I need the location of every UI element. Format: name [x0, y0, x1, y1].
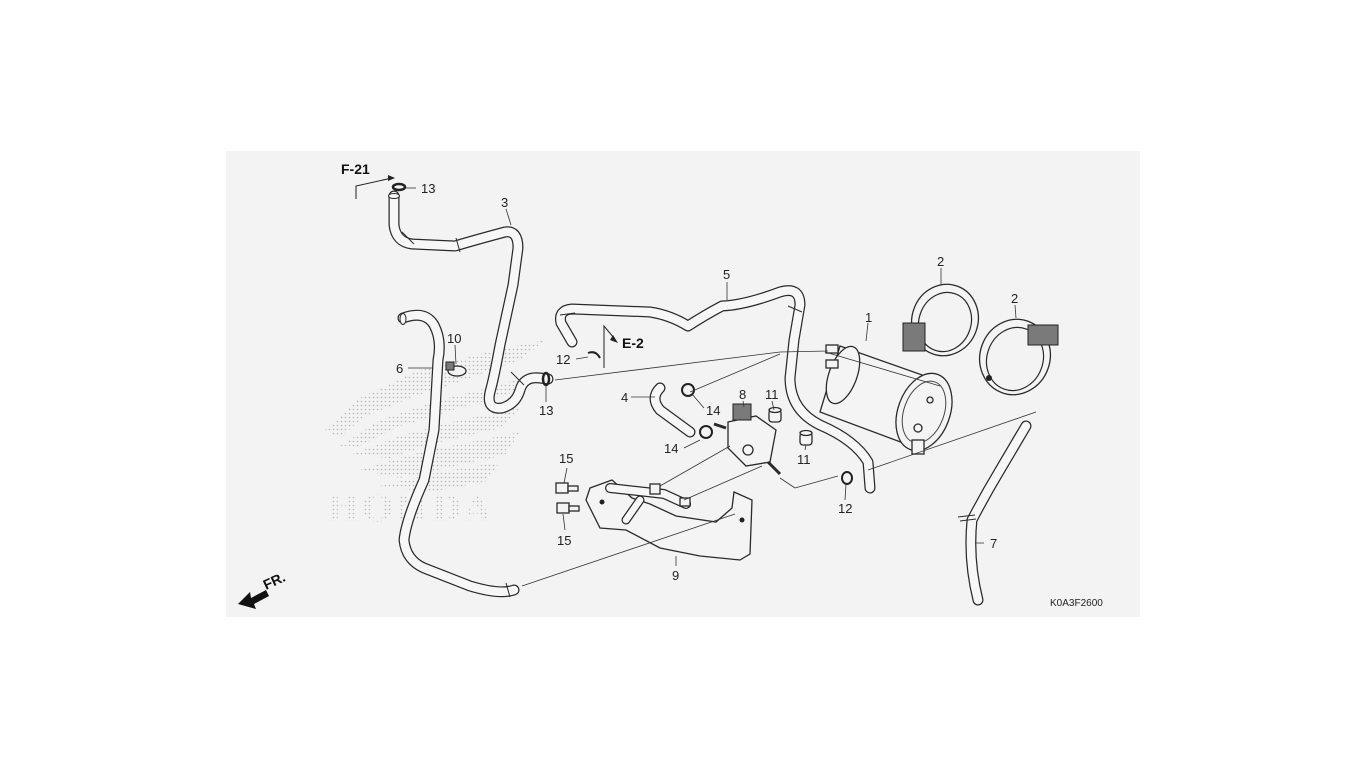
- hose-6: [397, 309, 520, 598]
- clip-10: [445, 361, 467, 377]
- callout-15-top: 15: [559, 451, 573, 466]
- callout-4: 4: [621, 390, 628, 405]
- callout-14-bottom: 14: [664, 441, 678, 456]
- front-arrow-icon: [238, 590, 269, 609]
- ref-e2-arrow: [603, 324, 618, 368]
- callout-3: 3: [501, 195, 508, 210]
- callout-13-bottom: 13: [539, 403, 553, 418]
- cap-11-a: [768, 406, 782, 423]
- callout-2-right: 2: [1011, 291, 1018, 306]
- clamp-14-b: [699, 425, 713, 439]
- callout-9: 9: [672, 568, 679, 583]
- ref-f21-arrow: [355, 175, 395, 199]
- callout-11-top: 11: [765, 387, 779, 402]
- valve-8: [713, 403, 782, 476]
- hose-5: [555, 285, 876, 494]
- callout-14-top: 14: [706, 403, 720, 418]
- hose-3: [388, 190, 554, 414]
- bolt-15-b: [556, 502, 580, 514]
- hose-7: [957, 420, 1032, 606]
- diagram-code: K0A3F2600: [1050, 598, 1103, 609]
- callout-8: 8: [739, 387, 746, 402]
- callout-13-top: 13: [421, 181, 435, 196]
- cap-11-b: [799, 429, 813, 446]
- ref-e2-label: E-2: [622, 335, 644, 351]
- callout-12-left: 12: [556, 352, 570, 367]
- hose-4: [649, 382, 696, 438]
- bolt-15-a: [555, 482, 579, 494]
- callout-10: 10: [447, 331, 461, 346]
- callout-1: 1: [865, 310, 872, 325]
- clamp-13-b: [541, 371, 551, 387]
- ref-f21-label: F-21: [341, 161, 370, 177]
- callout-5: 5: [723, 267, 730, 282]
- bracket-9: [585, 479, 753, 561]
- band-2-right: [978, 318, 1059, 396]
- band-2-left: [902, 283, 980, 357]
- callout-6: 6: [396, 361, 403, 376]
- canister-1: [819, 344, 953, 455]
- front-label: FR.: [261, 569, 288, 593]
- clip-12-a: [587, 351, 601, 359]
- callout-2-left: 2: [937, 254, 944, 269]
- leader-lines: [404, 187, 1037, 587]
- callout-15-bottom: 15: [557, 533, 571, 548]
- callout-7: 7: [990, 536, 997, 551]
- callout-12-right: 12: [838, 501, 852, 516]
- callout-11-bottom: 11: [797, 452, 811, 467]
- bolt-bracket: [649, 483, 691, 507]
- clamp-13-a: [391, 182, 407, 192]
- clip-12-b: [841, 471, 853, 485]
